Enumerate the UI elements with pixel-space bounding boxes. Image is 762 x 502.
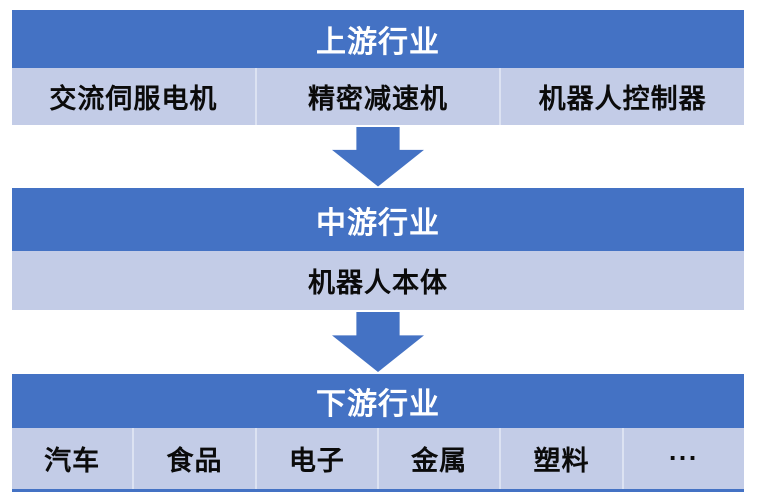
downstream-items-row: 汽车 食品 电子 金属 塑料 ··· (12, 428, 744, 492)
upstream-header-label: 上游行业 (316, 26, 440, 59)
downstream-item-metal: 金属 (379, 428, 502, 489)
midstream-items-row: 机器人本体 (12, 251, 744, 310)
downstream-header: 下游行业 (12, 374, 744, 428)
downstream-item-food: 食品 (134, 428, 257, 489)
midstream-header-label: 中游行业 (316, 206, 440, 240)
upstream-items-row: 交流伺服电机 精密减速机 机器人控制器 (12, 68, 744, 125)
connector-gap-1 (12, 125, 744, 188)
upstream-item-precision-reducer: 精密减速机 (257, 68, 502, 125)
midstream-item-robot-body: 机器人本体 (308, 268, 448, 298)
midstream-header: 中游行业 (12, 188, 744, 251)
connector-gap-2 (12, 310, 744, 374)
down-arrow-icon (332, 312, 424, 372)
downstream-item-ellipsis: ··· (668, 443, 699, 473)
downstream-item-automobile: 汽车 (12, 428, 135, 489)
downstream-header-label: 下游行业 (316, 388, 440, 421)
downstream-item-plastic: 塑料 (501, 428, 624, 489)
down-arrow-icon (332, 126, 424, 187)
upstream-header: 上游行业 (12, 10, 744, 68)
upstream-item-ac-servo-motor: 交流伺服电机 (12, 68, 257, 125)
downstream-item-electronics: 电子 (257, 428, 379, 489)
chain-column: 上游行业 交流伺服电机 精密减速机 机器人控制器 中游行业 机器人本体 下游行业… (12, 10, 744, 492)
upstream-item-robot-controller: 机器人控制器 (538, 84, 707, 114)
